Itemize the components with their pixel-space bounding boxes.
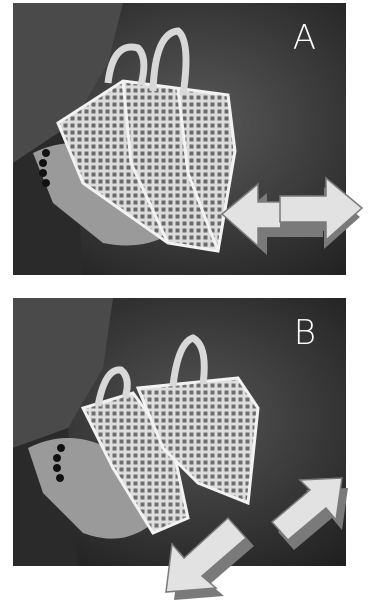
photo-a-illustration — [13, 3, 346, 275]
panel-label-a: A — [292, 18, 316, 58]
panel-label-b: B — [293, 313, 316, 353]
photo-panel-a: A — [13, 3, 346, 275]
photo-panel-b: B — [13, 298, 346, 566]
